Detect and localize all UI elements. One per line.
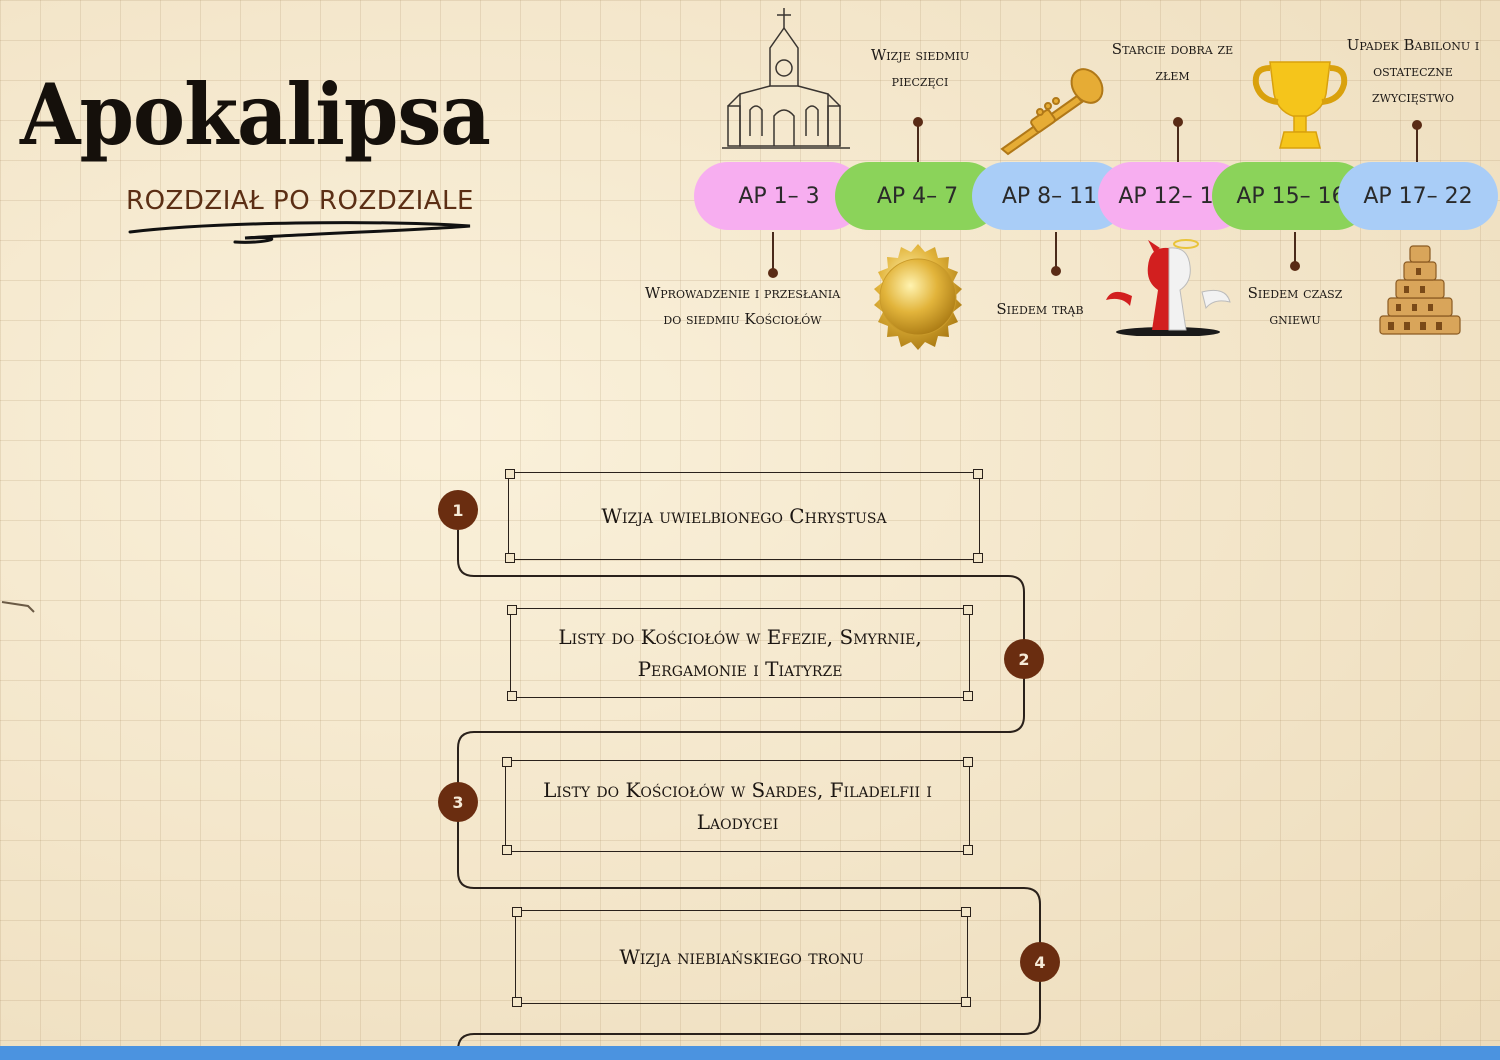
church-icon <box>722 8 850 149</box>
connector-line <box>1416 124 1418 162</box>
timeline-segment-ap1-3: AP 1– 3 <box>694 162 864 230</box>
connector-dot <box>1051 266 1061 276</box>
step-box-1: Wizja uwielbionego Chrystusa <box>505 469 983 563</box>
step-text: Wizja niebiańskiego tronu <box>619 945 864 969</box>
connector-dot <box>1412 120 1422 130</box>
timeline-segment-label: AP 8– 11 <box>1001 183 1098 209</box>
trophy-icon <box>1252 61 1348 149</box>
connector-line <box>1177 122 1179 162</box>
connector-dot <box>1173 117 1183 127</box>
step-box-3: Listy do Kościołów w Sardes, Filadelfii … <box>502 757 973 855</box>
annotation-ap1-3: Wprowadzenie i przesłania do siedmiu Koś… <box>644 284 841 328</box>
step-box-2: Listy do Kościołów w Efezie, Smyrnie, Pe… <box>507 605 973 701</box>
title-underline-flourish <box>128 221 471 244</box>
paper-mark-decoration <box>1 601 35 613</box>
connector-line <box>772 232 774 272</box>
bottom-bar <box>0 1046 1500 1060</box>
timeline-segment-label: AP 1– 3 <box>738 183 820 209</box>
timeline-segment-label: AP 12– 14 <box>1118 183 1228 209</box>
step-text: Wizja uwielbionego Chrystusa <box>601 504 887 528</box>
step-text: Listy do Kościołów w Sardes, Filadelfii … <box>543 778 932 834</box>
timeline-segment-ap17-22: AP 17– 22 <box>1338 162 1498 230</box>
step-box-4: Wizja niebiańskiego tronu <box>512 907 971 1007</box>
step-text: Listy do Kościołów w Efezie, Smyrnie, Pe… <box>558 625 922 681</box>
timeline-segment-label: AP 15– 16 <box>1236 183 1346 209</box>
step-badge-4: 4 <box>1020 942 1060 982</box>
annotation-ap4-7: Wizje siedmiu pieczęci <box>870 46 970 90</box>
step-badge-1: 1 <box>438 490 478 530</box>
connector-dot <box>913 117 923 127</box>
page-title: Apokalipsa <box>20 66 491 165</box>
annotation-ap8-11: Siedem trąb <box>996 300 1084 318</box>
connector-dot <box>768 268 778 278</box>
page-subtitle: ROZDZIAŁ PO ROZDZIALE <box>126 186 474 216</box>
annotation-ap17-22: Upadek Babilonu i ostateczne zwycięstwo <box>1346 36 1480 106</box>
annotation-ap12-14: Starcie dobra ze złem <box>1111 40 1234 84</box>
annotation-ap15-16: Siedem czasz gniewu <box>1247 284 1343 328</box>
connector-line <box>917 122 919 162</box>
connector-line <box>1294 232 1296 264</box>
seal-icon <box>874 244 962 350</box>
step-badge-2: 2 <box>1004 639 1044 679</box>
tower-of-babel-icon <box>1379 245 1461 335</box>
connector-line <box>1055 232 1057 270</box>
timeline-segment-label: AP 17– 22 <box>1363 183 1473 209</box>
devil-angel-icon <box>1106 239 1231 336</box>
connector-dot <box>1290 261 1300 271</box>
step-badge-3: 3 <box>438 782 478 822</box>
trumpet-icon <box>1000 68 1104 156</box>
timeline-segment-label: AP 4– 7 <box>876 183 959 209</box>
